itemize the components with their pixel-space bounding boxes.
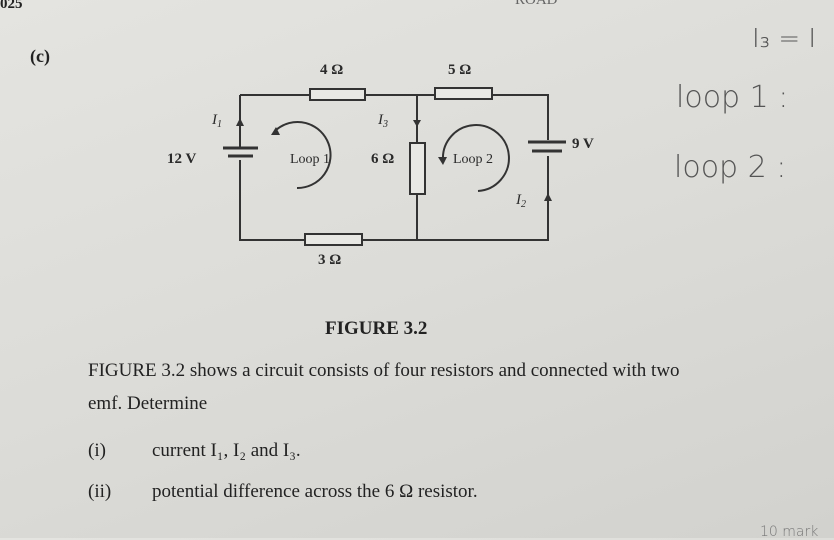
figure-caption: FIGURE 3.2 xyxy=(325,318,428,339)
i2-arrow-icon xyxy=(544,193,552,201)
item-ii-text: potential difference across the 6 Ω resi… xyxy=(152,481,478,502)
label-i1: I1 xyxy=(211,112,222,130)
item-i-text: current I₁, I₂ and I₃. xyxy=(152,440,301,461)
item-i-number: (i) xyxy=(88,440,106,461)
i3-arrow-icon xyxy=(413,120,421,127)
circuit-wires xyxy=(239,94,549,241)
resistor-3ohm xyxy=(304,233,363,246)
loop2-arrow xyxy=(441,124,510,192)
handwritten-note-i3: I₃ = I xyxy=(752,24,817,54)
battery-9v xyxy=(528,140,566,153)
item-ii-number: (ii) xyxy=(88,481,112,502)
resistor-5ohm xyxy=(434,87,493,100)
question-text-line1: FIGURE 3.2 shows a circuit consists of f… xyxy=(88,360,680,381)
circuit-diagram: 4 Ω 5 Ω 6 Ω 3 Ω 12 V 9 V Loop 1 Loop 2 I… xyxy=(167,62,594,268)
header-fragment: ROAD xyxy=(515,0,558,8)
resistor-4ohm xyxy=(309,88,366,101)
label-5ohm: 5 Ω xyxy=(448,62,471,78)
loop1-arrow xyxy=(275,121,332,190)
page-number: 025 xyxy=(0,0,23,12)
label-loop1: Loop 1 xyxy=(290,152,330,167)
label-4ohm: 4 Ω xyxy=(320,62,343,78)
label-6ohm: 6 Ω xyxy=(371,151,394,167)
handwritten-note-loop2: loop 2 : xyxy=(674,150,787,185)
loop2-arrowhead-icon xyxy=(438,157,447,165)
resistor-6ohm xyxy=(409,142,426,195)
handwritten-note-loop1: loop 1 : xyxy=(676,80,789,115)
label-12v: 12 V xyxy=(167,151,196,167)
label-i3: I3 xyxy=(377,112,388,130)
i1-arrow-icon xyxy=(236,118,244,126)
question-part-label: (c) xyxy=(30,46,50,66)
battery-12v xyxy=(223,146,258,158)
question-text-line2: emf. Determine xyxy=(88,393,208,414)
label-9v: 9 V xyxy=(572,136,594,152)
handwritten-note-marks: 10 mark xyxy=(760,524,819,540)
label-3ohm: 3 Ω xyxy=(318,252,341,268)
label-i2: I2 xyxy=(515,192,526,210)
label-loop2: Loop 2 xyxy=(453,152,493,167)
loop1-arrowhead-icon xyxy=(271,127,280,135)
